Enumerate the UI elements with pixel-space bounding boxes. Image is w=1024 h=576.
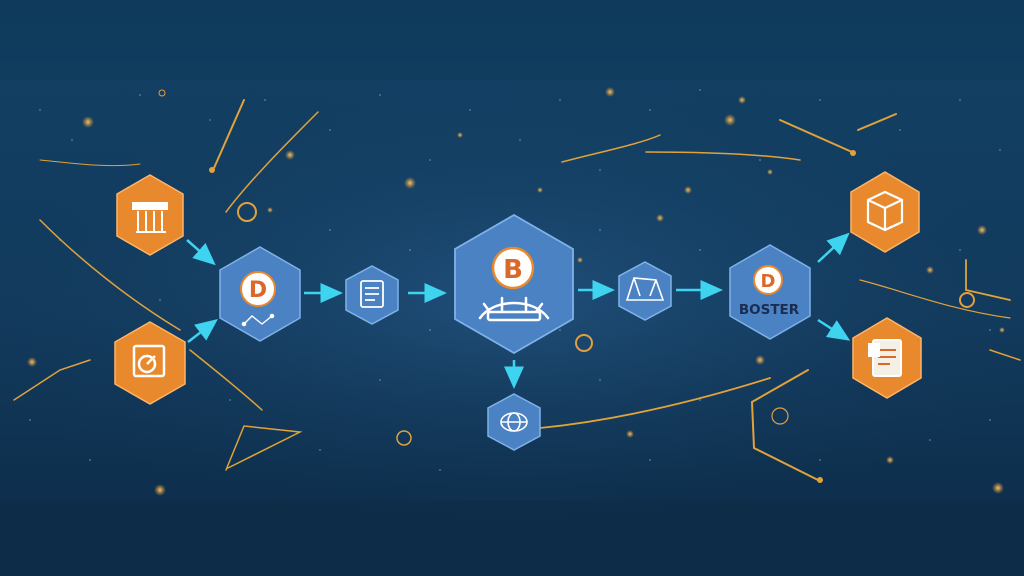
node-below-center[interactable]: [487, 393, 541, 451]
network-small-icon: [241, 313, 275, 327]
arrow-booster-to-box: [817, 232, 850, 263]
b-coin-icon: [491, 246, 535, 290]
d-coin-icon: [240, 271, 276, 307]
bottom-band: [0, 500, 1024, 576]
shield-icon: [132, 344, 166, 378]
d-coin-icon: [753, 265, 783, 295]
booster-letter: D: [761, 271, 776, 292]
center-b-letter: B: [503, 255, 523, 285]
node-center-b[interactable]: B: [454, 213, 574, 355]
node-left-bottom[interactable]: [114, 321, 186, 405]
arrow-leftbottom-to-hub: [187, 318, 218, 343]
node-right-bottom[interactable]: [852, 317, 922, 399]
node-map[interactable]: [618, 261, 672, 321]
clipboard-icon: [868, 339, 902, 377]
top-band: [0, 0, 1024, 80]
flow-arrows: [186, 232, 851, 389]
node-hub-d[interactable]: D: [219, 246, 301, 342]
node-right-top[interactable]: [850, 171, 920, 253]
star-field: [29, 89, 1001, 471]
factory-icon: [132, 202, 168, 233]
box-icon: [866, 190, 904, 232]
node-left-top[interactable]: [116, 174, 184, 256]
arrow-lefttop-to-hub: [186, 239, 216, 266]
hub-d-letter: D: [249, 278, 267, 303]
decorative-lines: [13, 99, 1021, 483]
node-doc[interactable]: [345, 265, 399, 325]
document-icon: [360, 280, 384, 308]
sparkles: [27, 87, 1005, 496]
map-icon: [625, 277, 665, 301]
booster-caption: BOSTER: [739, 302, 800, 318]
arrow-booster-to-clipboard: [817, 318, 851, 341]
node-hub-booster[interactable]: D BOSTER: [729, 244, 811, 340]
bridge-network-icon: [478, 296, 550, 322]
globe-icon: [500, 412, 528, 432]
